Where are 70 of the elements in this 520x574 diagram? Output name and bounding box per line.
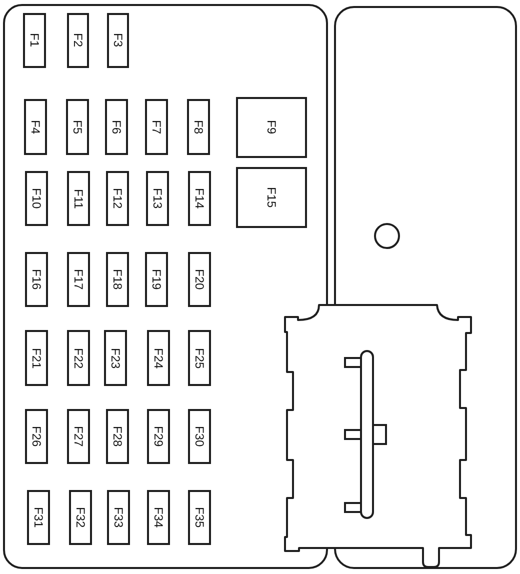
fuse-slot <box>25 171 48 226</box>
fuse-label: F18 <box>112 269 124 290</box>
fuse-label: F28 <box>112 426 124 447</box>
fuse-label: F29 <box>152 426 164 447</box>
fuse-slot <box>67 409 90 464</box>
fuse-label: F32 <box>74 507 86 528</box>
fuse-label: F9 <box>266 120 278 134</box>
fuse-slot <box>24 99 47 155</box>
fuse-label: F21 <box>30 348 42 368</box>
fuse-label: F33 <box>112 507 124 528</box>
fuse-slot <box>25 252 48 307</box>
fuse-label: F4 <box>30 120 42 134</box>
fuse-slot <box>23 13 46 68</box>
fuse-slot <box>25 330 48 386</box>
fuse-slot <box>67 330 90 386</box>
fuse-slot <box>67 13 89 68</box>
fuse-label: F6 <box>110 120 122 134</box>
fuse-label: F1 <box>28 33 40 48</box>
fuse-label: F31 <box>32 507 44 528</box>
fuse-slot <box>105 99 128 155</box>
fuse-label: F8 <box>192 120 204 134</box>
fuse-slot <box>236 97 307 158</box>
fuse-label: F22 <box>72 348 84 368</box>
fuse-label: F25 <box>194 348 206 368</box>
fuse-slot <box>146 171 169 226</box>
fuse-slot <box>188 330 211 386</box>
fuse-slot <box>104 330 127 386</box>
fuse-slot <box>236 167 307 228</box>
fuse-slot <box>25 409 48 464</box>
fuse-slot <box>67 171 90 226</box>
fuse-slot <box>147 330 170 386</box>
fuse-label: F19 <box>150 269 162 290</box>
fuse-slot <box>188 171 211 226</box>
fuse-label: F14 <box>194 188 206 209</box>
fuse-label: F34 <box>152 507 164 528</box>
fuse-slot <box>27 490 50 545</box>
fuse-label: F11 <box>72 188 84 208</box>
fuse-slot <box>147 490 170 545</box>
fuse-slot <box>66 99 89 155</box>
fuse-slot <box>67 252 90 307</box>
fuse-slot <box>107 490 130 545</box>
fuse-slot <box>187 99 210 155</box>
fuse-slot <box>106 252 129 307</box>
fuse-label: F12 <box>112 188 124 209</box>
fuse-label: F2 <box>72 33 84 48</box>
fuse-label: F20 <box>194 269 206 290</box>
fuse-slot <box>106 171 129 226</box>
fuse-slot <box>145 99 168 155</box>
fuse-slot <box>107 13 129 68</box>
fuse-label: F23 <box>110 348 122 368</box>
fuse-label: F15 <box>266 187 278 208</box>
fuse-label: F27 <box>72 426 84 447</box>
fuse-slot <box>147 409 170 464</box>
fuse-slot <box>106 409 129 464</box>
fuse-label: F7 <box>150 120 162 134</box>
fuse-label: F10 <box>30 188 42 209</box>
fuse-label: F24 <box>152 348 164 368</box>
fuse-slot <box>188 490 211 545</box>
fuse-label: F26 <box>30 426 42 447</box>
fuse-label: F30 <box>194 426 206 447</box>
fuse-label: F13 <box>152 188 164 209</box>
fuse-slot <box>188 252 211 307</box>
fuse-slot <box>188 409 211 464</box>
fuse-slot <box>69 490 92 545</box>
fuse-label: F16 <box>30 269 42 290</box>
fuse-label: F3 <box>112 33 124 48</box>
fuse-label: F5 <box>72 120 84 134</box>
fuse-label: F35 <box>194 507 206 528</box>
fuse-label: F17 <box>72 269 84 290</box>
fuse-slot <box>145 252 168 307</box>
